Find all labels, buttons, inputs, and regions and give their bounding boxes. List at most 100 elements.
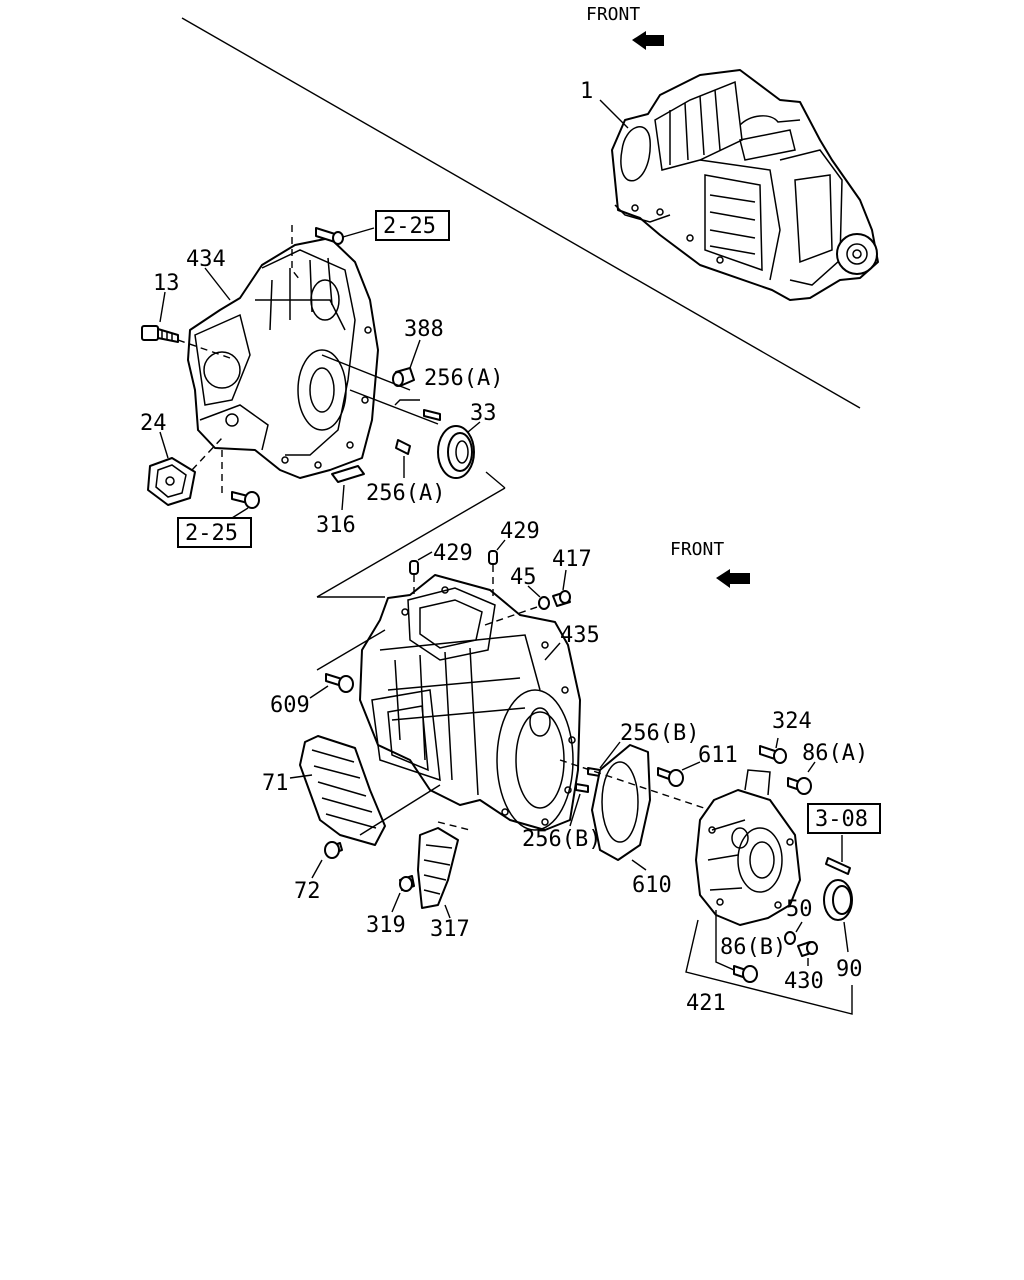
- leader-line: [309, 685, 329, 699]
- callout-71: 71: [262, 771, 289, 796]
- bolt-86b: [733, 965, 758, 983]
- rear-cover-421: [695, 769, 801, 926]
- callout-610: 610: [632, 873, 672, 898]
- callout-13: 13: [153, 271, 180, 296]
- leader-line: [204, 267, 231, 301]
- callout-316: 316: [316, 513, 356, 538]
- dashed-guide: [437, 821, 471, 831]
- front-arrow-icon: [632, 31, 664, 50]
- bolt-609: [325, 673, 354, 693]
- dowel-pin-256a-1: [423, 409, 441, 421]
- callout-45: 45: [510, 565, 537, 590]
- leader-line: [159, 431, 169, 459]
- leader-line: [544, 642, 561, 661]
- front-arrow-icon: [716, 569, 750, 588]
- callout-72: 72: [294, 879, 321, 904]
- callout-435: 435: [560, 623, 600, 648]
- callout-256b-2: 256(B): [522, 827, 601, 852]
- bolt-319: [399, 875, 415, 892]
- leader-line: [444, 904, 451, 919]
- leader-line: [467, 421, 481, 433]
- callout-317: 317: [430, 917, 470, 942]
- front-label: FRONT: [670, 539, 724, 560]
- leader-line: [599, 99, 629, 129]
- svg-text:2-25: 2-25: [383, 214, 436, 239]
- stud-bolt-top: [315, 227, 344, 245]
- callout-1: 1: [580, 79, 593, 104]
- ref-box-3-08[interactable]: 3-08: [807, 803, 881, 834]
- callout-319: 319: [366, 913, 406, 938]
- axis-line: [349, 389, 439, 425]
- plug-417: [552, 590, 571, 607]
- leader-line: [715, 910, 735, 971]
- leader-line: [231, 507, 249, 519]
- callout-611: 611: [698, 743, 738, 768]
- leader-line: [795, 921, 803, 933]
- svg-text:3-08: 3-08: [815, 807, 868, 832]
- plug-430: [797, 941, 818, 957]
- leader-line: [311, 859, 323, 879]
- callout-417: 417: [552, 547, 592, 572]
- front-indicator-top: FRONT: [586, 4, 664, 50]
- cover-24: [147, 457, 196, 506]
- dashed-guide: [291, 225, 301, 281]
- bolt-13: [141, 325, 179, 343]
- leader-line: [417, 551, 433, 561]
- leader-line: [409, 339, 421, 369]
- callout-50: 50: [786, 897, 813, 922]
- stud-3-08: [825, 857, 851, 875]
- bolt-72: [324, 841, 343, 859]
- bolt-611: [657, 767, 684, 787]
- leader-line: [569, 793, 581, 827]
- dowel-pin-256b-2: [575, 783, 589, 793]
- bolt-bottom: [231, 491, 260, 509]
- callout-429-1: 429: [433, 541, 473, 566]
- ref-box-2-25-bottom[interactable]: 2-25: [177, 517, 252, 548]
- leader-line: [562, 569, 567, 591]
- transmission-case-435: [359, 574, 581, 831]
- leader-line: [391, 892, 401, 913]
- callout-434: 434: [186, 247, 226, 272]
- callout-430: 430: [784, 969, 824, 994]
- leader-line: [631, 859, 647, 871]
- callout-609: 609: [270, 693, 310, 718]
- ref-box-2-25-top[interactable]: 2-25: [375, 210, 450, 241]
- leader-line: [496, 539, 506, 551]
- plate-316: [331, 465, 365, 483]
- o-ring-45: [538, 596, 550, 610]
- callout-429-2: 429: [500, 519, 540, 544]
- leader-line: [807, 761, 816, 773]
- callout-388: 388: [404, 317, 444, 342]
- front-label: FRONT: [586, 4, 640, 25]
- leader-line: [775, 737, 779, 749]
- leader-line: [342, 227, 375, 238]
- callout-421: 421: [686, 991, 726, 1016]
- callout-33: 33: [470, 401, 497, 426]
- leader-line: [341, 484, 345, 511]
- connector-line: [485, 471, 506, 489]
- front-indicator-lower: FRONT: [670, 539, 750, 588]
- svg-text:2-25: 2-25: [185, 521, 238, 546]
- transmission-assembly: [611, 69, 879, 301]
- callout-256b-1: 256(B): [620, 721, 699, 746]
- connector-line: [316, 629, 386, 671]
- oil-seal-90: [823, 879, 853, 921]
- callout-86a: 86(A): [802, 741, 868, 766]
- side-cover-71: [299, 735, 386, 846]
- oil-seal-33: [437, 425, 475, 479]
- leader-line: [289, 774, 313, 779]
- leader-line: [159, 291, 166, 323]
- leader-line: [394, 399, 420, 406]
- dashed-guide: [191, 437, 223, 471]
- dowel-pin-256a-2: [395, 439, 411, 455]
- callout-324: 324: [772, 709, 812, 734]
- callout-256a-1: 256(A): [424, 366, 503, 391]
- dowel-pin-429-1: [409, 560, 419, 575]
- o-ring-50: [784, 931, 796, 945]
- callout-86b: 86(B): [720, 935, 786, 960]
- dashed-guide: [484, 605, 541, 626]
- connector-line: [359, 784, 441, 836]
- clutch-housing-434: [187, 237, 379, 479]
- leader-line: [681, 761, 701, 771]
